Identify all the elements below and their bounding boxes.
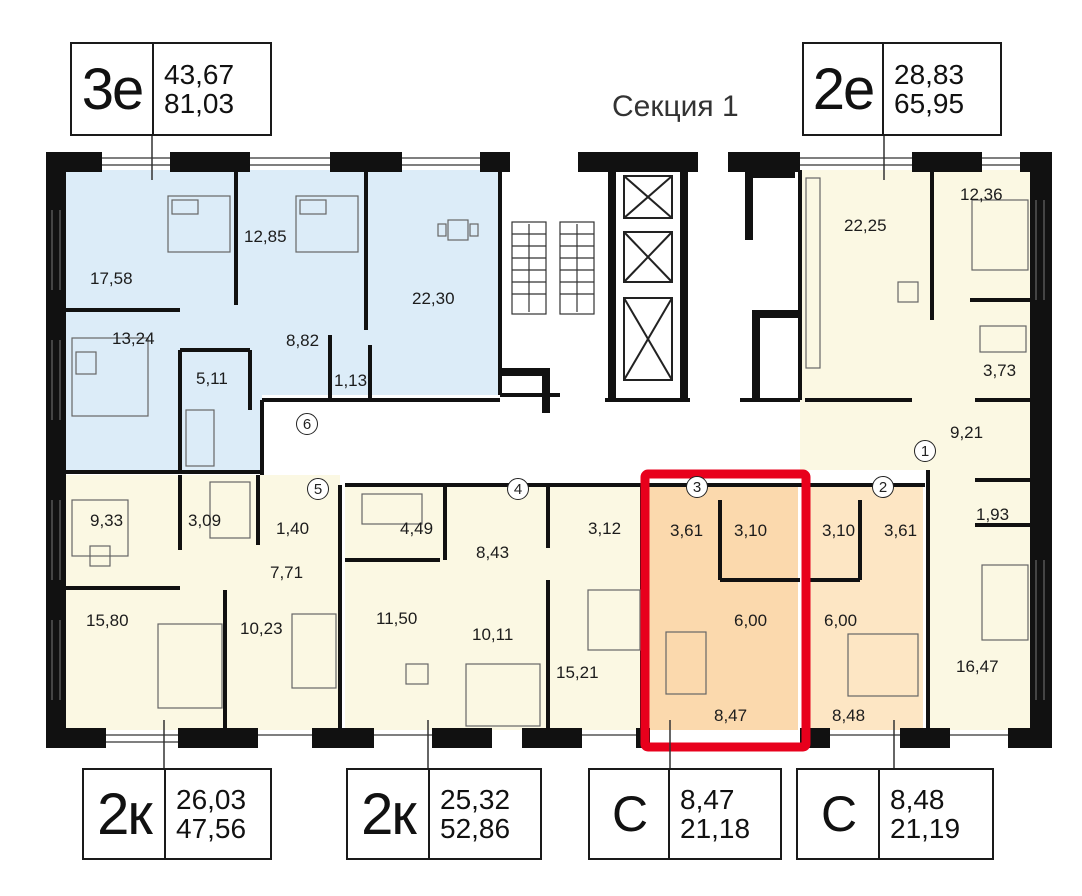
apartment-number-2: 2 [872,476,894,498]
room-area: 8,48 [832,706,866,725]
room-area: 10,23 [240,619,283,638]
badge-code: 2к [348,770,430,858]
room-area-selected: 8,47 [714,706,748,725]
apartment-studio-neighbor-fill[interactable] [805,485,923,730]
room-area: 11,50 [376,609,418,628]
badge-code: 3е [72,44,154,134]
badge-code: 2е [804,44,884,134]
room-area: 9,33 [90,511,124,530]
room-area: 8,82 [286,331,320,350]
room-area: 16,47 [956,657,999,676]
apartment-number-4: 4 [507,478,529,500]
badge-living-area: 43,67 [164,58,235,90]
badge-2e[interactable]: 2е 28,83 65,95 [802,42,1002,136]
badge-total-area: 65,95 [894,88,965,119]
room-area: 1,40 [276,519,310,538]
badge-living-area: 8,47 [680,783,735,815]
badge-3e[interactable]: 3е 43,67 81,03 [70,42,272,136]
staircase [511,221,595,315]
furniture [71,177,1029,727]
room-area: 13,24 [112,329,155,348]
room-area: 4,49 [400,519,434,538]
badge-total-area: 52,86 [440,813,511,844]
room-area-selected: 3,10 [734,521,768,540]
room-area: 3,12 [588,519,622,538]
badge-code: 2к [84,770,166,858]
apartment-number-1: 1 [914,440,936,462]
badge-total-area: 47,56 [176,813,247,844]
room-area: 9,21 [950,423,984,442]
room-area: 5,11 [196,369,228,388]
badge-2k-middle[interactable]: 2к 25,32 52,86 [346,768,542,860]
interior-walls [66,170,1030,730]
selected-apartment-highlight[interactable] [640,469,811,752]
badge-total-area: 21,18 [680,813,751,844]
badge-studio-neighbor[interactable]: С 8,48 21,19 [796,768,994,860]
badge-total-area: 81,03 [164,88,235,119]
room-area-selected: 6,00 [734,611,768,630]
room-area: 8,43 [476,543,510,562]
badge-living-area: 8,48 [890,783,945,815]
room-area-selected: 3,61 [670,521,704,540]
windows [51,157,1045,743]
elevator-shafts [623,175,673,381]
outer-walls [46,152,1052,748]
room-area: 22,30 [412,289,455,308]
badge-2k-left[interactable]: 2к 26,03 47,56 [82,768,272,860]
apartment-2k-middle-fill[interactable] [345,485,640,730]
room-area: 22,25 [844,216,887,235]
room-area: 10,11 [472,625,514,644]
room-area: 15,80 [86,611,129,630]
badge-code: С [798,770,880,858]
room-area: 1,93 [976,505,1010,524]
apartment-number-6: 6 [296,413,318,435]
apartment-studio-selected-fill[interactable] [648,485,798,730]
room-area: 3,09 [188,511,222,530]
apartment-number-5: 5 [307,478,329,500]
room-area: 15,21 [556,663,599,682]
badge-living-area: 26,03 [176,783,247,815]
apartment-number-3: 3 [686,476,708,498]
room-area: 17,58 [90,269,133,288]
badge-total-area: 21,19 [890,813,961,844]
room-area: 3,73 [983,361,1017,380]
badge-living-area: 25,32 [440,783,511,815]
badge-code: С [590,770,670,858]
room-area: 12,36 [960,185,1003,204]
room-area: 3,61 [884,521,918,540]
badge-living-area: 28,83 [894,58,965,90]
room-area: 1,13 [334,371,368,390]
room-area: 12,85 [244,227,287,246]
section-title: Секция 1 [612,90,739,123]
room-area: 3,10 [822,521,856,540]
badge-leaders [151,136,895,770]
badge-studio-selected[interactable]: С 8,47 21,18 [588,768,782,860]
core-walls [500,170,802,413]
room-area: 7,71 [270,563,304,582]
room-area: 6,00 [824,611,858,630]
